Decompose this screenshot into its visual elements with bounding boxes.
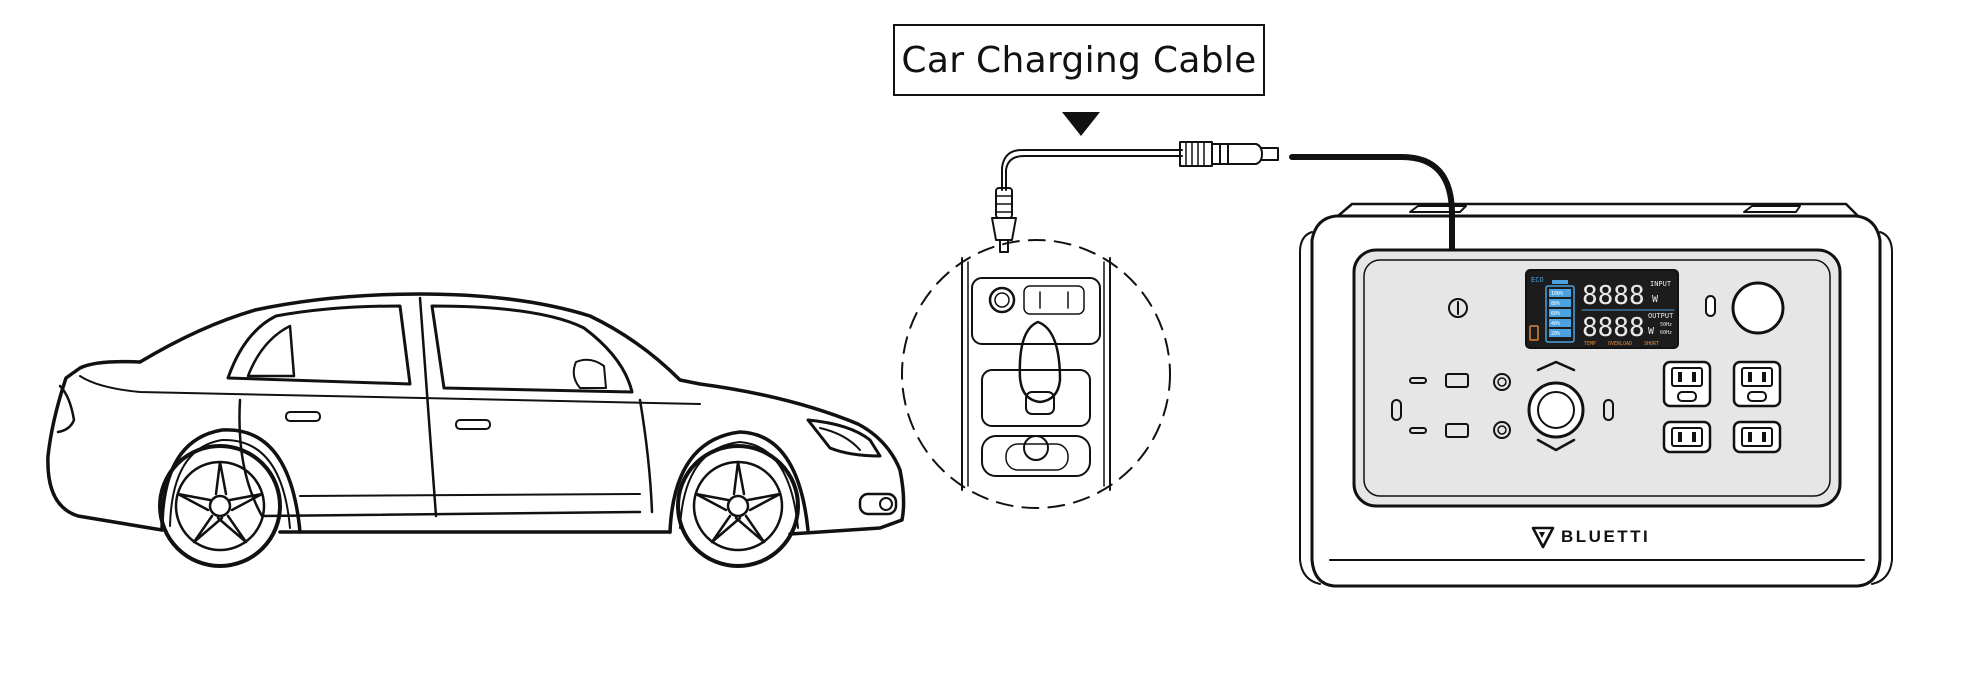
lcd-freq-50: 50Hz: [1660, 322, 1672, 328]
lcd-battery-20: 20%: [1551, 331, 1560, 337]
lcd-output-reading: 8888: [1582, 313, 1645, 343]
rear-wheel-icon: [676, 444, 800, 568]
lcd-output-label: OUTPUT: [1648, 312, 1674, 320]
lcd-freq-60: 60Hz: [1660, 330, 1672, 336]
lcd-battery-40: 40%: [1551, 321, 1560, 327]
lcd-status-overload: OVERLOAD: [1608, 341, 1632, 347]
cigarette-lighter-plug-icon: [991, 187, 1017, 253]
lcd-input-label: INPUT: [1650, 280, 1672, 288]
ac-outlets-icon: [1662, 360, 1782, 454]
car-charging-cable-label: Car Charging Cable: [893, 24, 1265, 96]
brand-name: BLUETTI: [1561, 527, 1651, 546]
dc-barrel-plug-icon: [1179, 141, 1279, 167]
lcd-display: ECO 100% 80% 60% 40% 20% 8888 INPUT W 88…: [1531, 276, 1674, 347]
car-socket-detail-icon: [901, 239, 1171, 509]
pointer-triangle-icon: [1062, 112, 1100, 136]
lcd-battery-100: 100%: [1551, 291, 1563, 297]
lcd-status-temp: TEMP: [1584, 341, 1596, 347]
lcd-input-unit: W: [1652, 294, 1659, 305]
front-wheel-icon: [158, 444, 282, 568]
lcd-battery-80: 80%: [1551, 301, 1560, 307]
lcd-eco-label: ECO: [1531, 276, 1544, 284]
lcd-status-short: SHORT: [1644, 341, 1659, 347]
lcd-output-unit: W: [1648, 326, 1655, 337]
lcd-input-reading: 8888: [1582, 281, 1645, 311]
car-charging-cable-icon: [991, 141, 1464, 282]
callout-text: Car Charging Cable: [901, 39, 1257, 81]
power-station-icon: [1299, 202, 1893, 588]
bluetti-logo-icon: [1531, 526, 1555, 549]
car-icon: [46, 292, 906, 568]
lcd-battery-60: 60%: [1551, 311, 1560, 317]
brand-logo: BLUETTI: [1531, 522, 1650, 552]
